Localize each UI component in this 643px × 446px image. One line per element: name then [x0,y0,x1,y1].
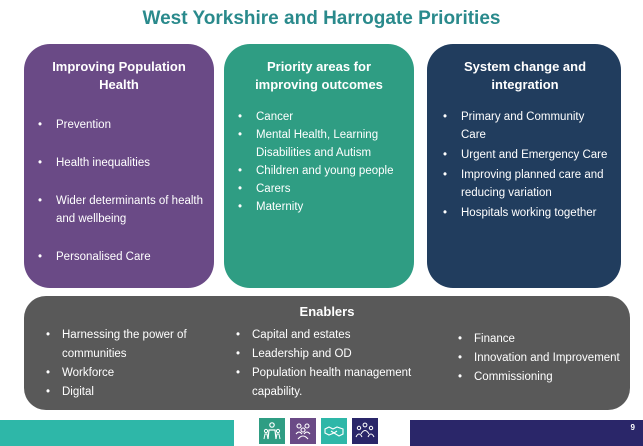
list-item: Population health management capability. [232,364,452,402]
card-heading: Improving Population Health [52,59,186,92]
card-heading: System change and integration [463,59,587,92]
list-item: Commissioning [454,368,624,387]
list-item: Personalised Care [34,248,204,266]
list-item: Urgent and Emergency Care [439,146,611,164]
list-item: Improving planned care and reducing vari… [439,166,611,202]
list-item: Prevention [34,116,204,134]
list-item: Innovation and Improvement [454,349,624,368]
list-item: Wider determinants of health and wellbei… [34,192,204,228]
community-icon [352,418,378,444]
card-improving-population-health: Improving Population Health Prevention H… [24,44,214,288]
list-item: Leadership and OD [232,345,452,364]
card-list: Prevention Health inequalities Wider det… [34,116,204,266]
enablers-panel: Enablers Harnessing the power of communi… [24,296,630,410]
enablers-heading: Enablers [299,304,355,319]
card-list: Primary and Community Care Urgent and Em… [439,108,611,222]
enablers-column: Finance Innovation and Improvement Commi… [454,330,624,387]
list-item: Carers [234,180,404,198]
list-item: Finance [454,330,624,349]
card-priority-areas: Priority areas for improving outcomes Ca… [224,44,414,288]
enablers-column: Capital and estates Leadership and OD Po… [232,326,452,402]
list-item: Primary and Community Care [439,108,611,144]
handshake-icon [321,418,347,444]
card-list: Cancer Mental Health, Learning Disabilit… [234,108,404,216]
page-number: 9 [630,423,635,432]
list-item: Health inequalities [34,154,204,172]
list-item: Workforce [42,364,232,383]
card-heading: Priority areas for improving outcomes [255,59,383,92]
list-item: Mental Health, Learning Disabilities and… [234,126,404,162]
group-icon [290,418,316,444]
footer-bar-right: 9 [410,420,643,446]
list-item: Hospitals working together [439,204,611,222]
footer-bar-left [0,420,234,446]
page-title: West Yorkshire and Harrogate Priorities [142,8,501,29]
list-item: Children and young people [234,162,404,180]
list-item: Maternity [234,198,404,216]
list-item: Cancer [234,108,404,126]
list-item: Digital [42,383,232,402]
list-item: Capital and estates [232,326,452,345]
family-icon [259,418,285,444]
enablers-column: Harnessing the power of communities Work… [42,326,232,402]
list-item: Harnessing the power of communities [42,326,232,364]
card-system-change: System change and integration Primary an… [427,44,621,288]
